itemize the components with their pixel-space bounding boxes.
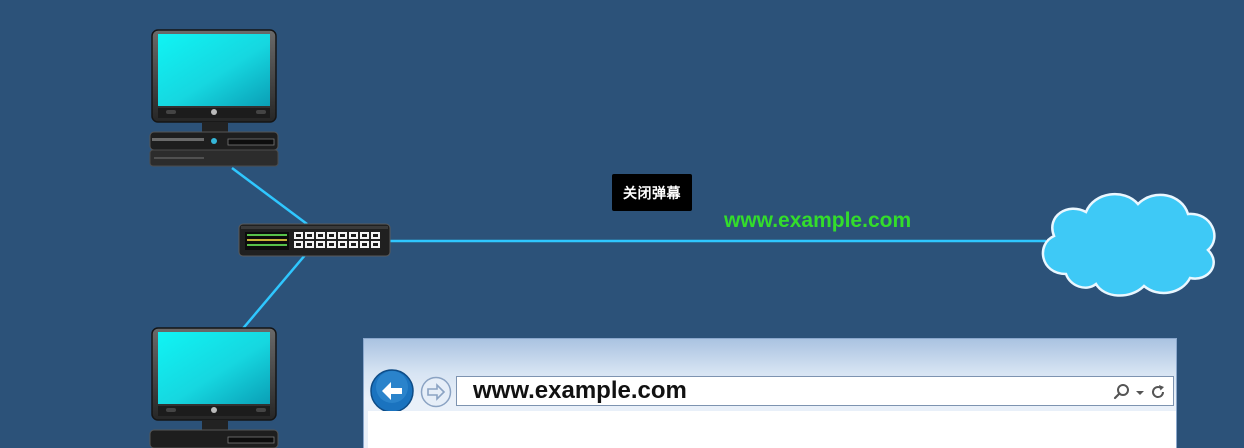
computer-icon-top (149, 29, 279, 167)
search-icon[interactable] (1113, 382, 1131, 402)
link-top-computer-switch (231, 166, 308, 226)
computer-icon-bottom (149, 327, 279, 448)
link-url-label: www.example.com (724, 209, 912, 232)
browser-content (368, 411, 1176, 448)
forward-arrow-icon[interactable] (420, 376, 452, 408)
dropdown-caret-icon[interactable] (1135, 382, 1145, 402)
address-text: www.example.com (473, 377, 687, 404)
switch-icon (238, 223, 391, 257)
cloud-icon (1041, 192, 1216, 297)
browser-window: www.example.com (363, 338, 1177, 448)
refresh-icon[interactable] (1149, 382, 1167, 402)
close-danmaku-button[interactable]: 关闭弹幕 (612, 174, 692, 211)
address-bar-icons (1113, 381, 1167, 403)
link-switch-bottom-computer (239, 253, 307, 333)
back-arrow-icon[interactable] (370, 369, 414, 413)
address-bar[interactable]: www.example.com (456, 376, 1174, 406)
